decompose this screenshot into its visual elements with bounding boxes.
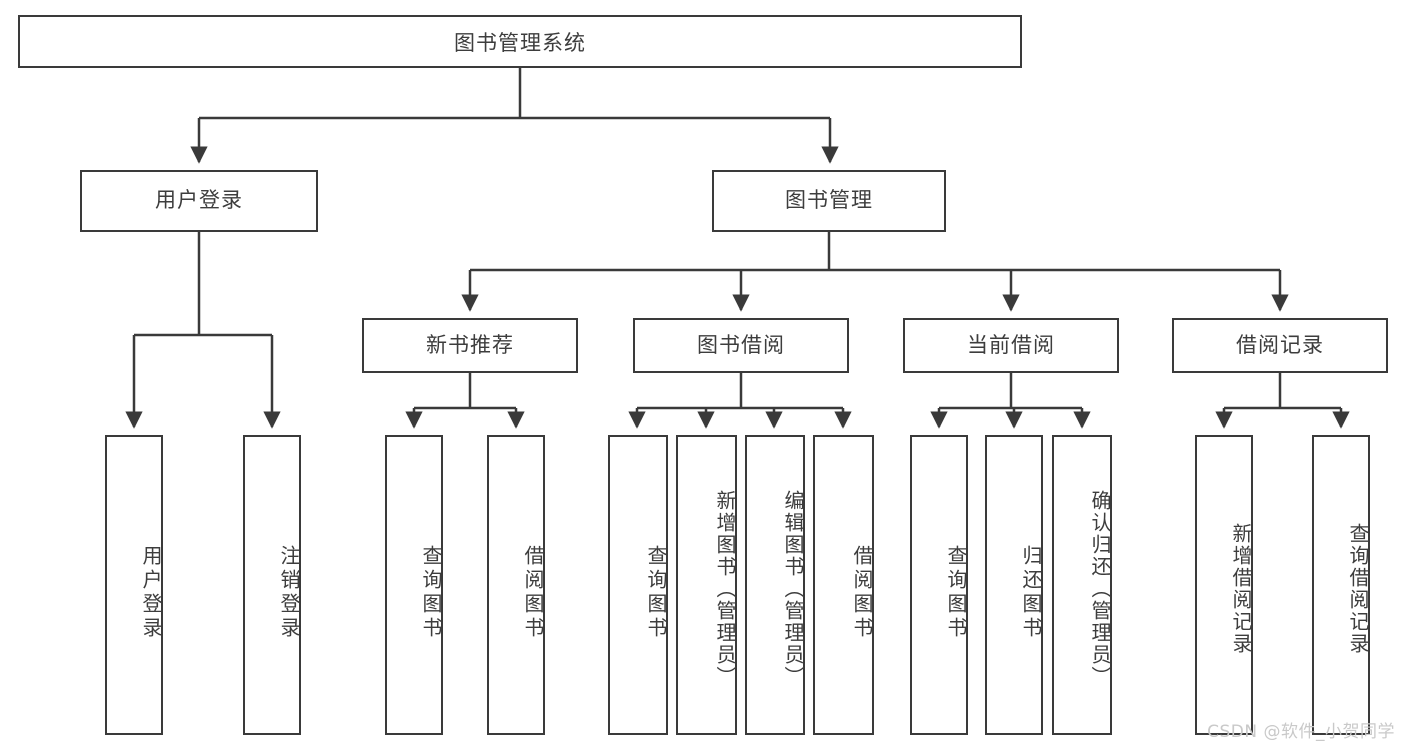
leaf-borrow-books-recommend[interactable]: 借阅图书 [487, 435, 545, 735]
leaf-query-borrow-record[interactable]: 查询借阅记录 [1312, 435, 1370, 735]
leaf-user-login[interactable]: 用户登录 [105, 435, 163, 735]
node-book-borrow[interactable]: 图书借阅 [633, 318, 849, 373]
leaf-query-books-borrow[interactable]: 查询图书 [608, 435, 668, 735]
leaf-return-book[interactable]: 归还图书 [985, 435, 1043, 735]
leaf-query-books-current[interactable]: 查询图书 [910, 435, 968, 735]
leaf-query-books-recommend[interactable]: 查询图书 [385, 435, 443, 735]
node-new-book-recommend[interactable]: 新书推荐 [362, 318, 578, 373]
leaf-logout[interactable]: 注销登录 [243, 435, 301, 735]
watermark: CSDN @软件_小贺同学 [1207, 722, 1395, 742]
node-root[interactable]: 图书管理系统 [18, 15, 1022, 68]
node-book-management[interactable]: 图书管理 [712, 170, 946, 232]
node-borrow-records[interactable]: 借阅记录 [1172, 318, 1388, 373]
leaf-borrow-book[interactable]: 借阅图书 [813, 435, 874, 735]
node-user-login[interactable]: 用户登录 [80, 170, 318, 232]
node-current-borrow[interactable]: 当前借阅 [903, 318, 1119, 373]
leaf-confirm-return-admin[interactable]: 确认归还（管理员） [1052, 435, 1112, 735]
leaf-edit-book-admin[interactable]: 编辑图书（管理员） [745, 435, 805, 735]
leaf-add-borrow-record[interactable]: 新增借阅记录 [1195, 435, 1253, 735]
leaf-add-book-admin[interactable]: 新增图书（管理员） [676, 435, 737, 735]
